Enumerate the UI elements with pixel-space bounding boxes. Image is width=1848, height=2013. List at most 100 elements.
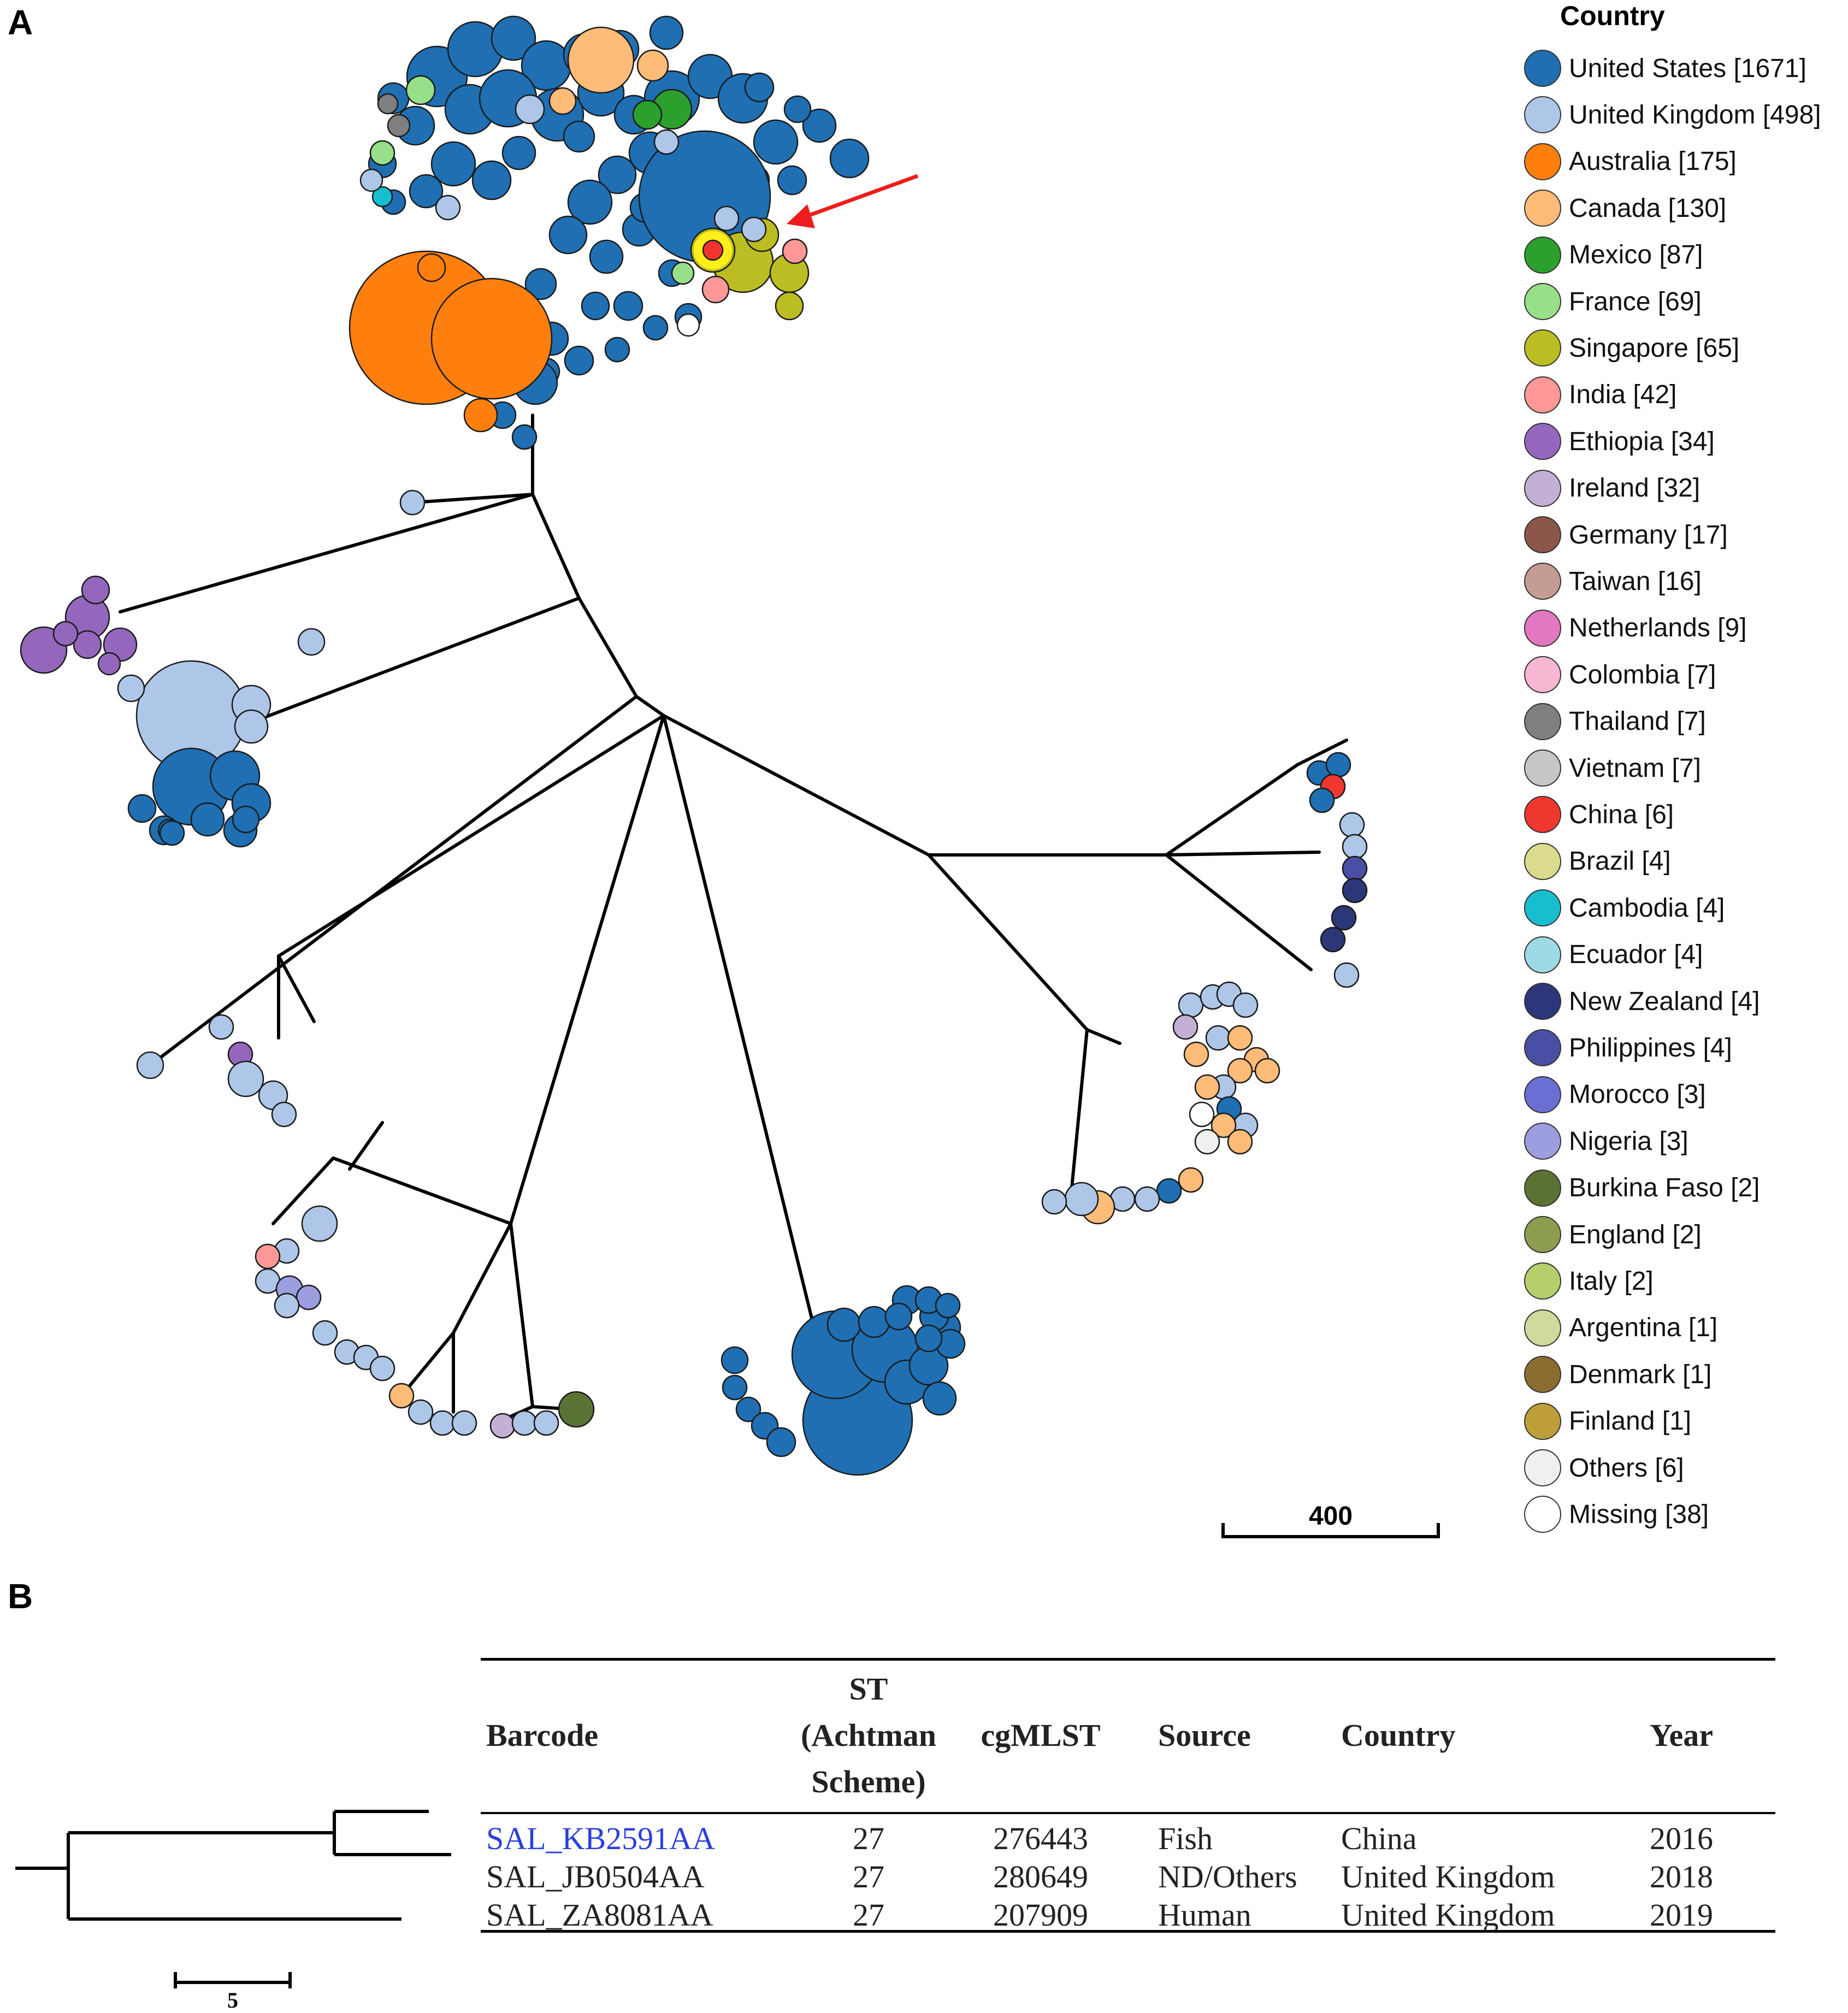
tree-node (783, 95, 812, 123)
tree-node (127, 794, 157, 823)
tree-node (1342, 855, 1368, 882)
tree-node (524, 268, 557, 300)
legend-item: Burkina Faso [2] (1524, 1166, 1760, 1210)
tree-node (429, 1410, 456, 1436)
tree-node (581, 291, 610, 321)
legend-item: New Zealand [4] (1524, 979, 1760, 1023)
cell-source: ND/Others (1158, 1859, 1297, 1894)
legend-item: China [6] (1524, 793, 1674, 836)
legend-item: United States [1671] (1524, 46, 1806, 90)
tree-node (399, 489, 426, 516)
tree-node (232, 805, 260, 834)
legend-item: Finland [1] (1524, 1400, 1691, 1443)
legend-swatch (1524, 283, 1561, 320)
tree-node (721, 1346, 749, 1374)
tree-node (548, 215, 588, 255)
legend-label: India [42] (1569, 380, 1677, 410)
tree-node (463, 398, 498, 433)
tree-node (377, 93, 399, 115)
legend-item: Singapore [65] (1524, 326, 1739, 370)
legend-label: United Kingdom [498] (1569, 100, 1821, 129)
legend-item: France [69] (1524, 280, 1702, 323)
tree-node (1041, 1189, 1067, 1215)
legend-label: Canada [130] (1569, 193, 1727, 223)
cell-year: 2018 (1650, 1859, 1713, 1894)
legend-item: Thailand [7] (1524, 700, 1706, 743)
legend-label: Vietnam [7] (1569, 753, 1701, 783)
legend-item: Italy [2] (1524, 1259, 1654, 1303)
tree-node (451, 1410, 477, 1436)
tree-node (208, 1014, 234, 1040)
tree-node (435, 194, 461, 221)
tree-node (1227, 1129, 1253, 1155)
tree-node (782, 238, 808, 264)
legend-swatch (1524, 796, 1561, 834)
header-country: Country (1341, 1717, 1456, 1753)
tree-node (1189, 1101, 1215, 1127)
tree-node (636, 49, 669, 82)
phylogenetic-tree-b (15, 1810, 451, 1921)
legend-label: Nigeria [3] (1569, 1126, 1688, 1156)
tree-node (1178, 992, 1204, 1018)
tree-node (296, 1284, 322, 1310)
legend-item: Brazil [4] (1524, 840, 1671, 883)
legend-swatch (1524, 936, 1561, 973)
tree-node (1232, 992, 1259, 1018)
tree-node (1064, 1182, 1099, 1217)
tree-node (802, 108, 837, 143)
cell-country: United Kingdom (1341, 1897, 1555, 1933)
legend-label: United States [1671] (1569, 54, 1806, 83)
tree-node (563, 120, 595, 153)
tree-node (371, 186, 393, 208)
legend-item: Netherlands [9] (1524, 606, 1747, 650)
tree-edges (119, 414, 1348, 1419)
tree-node (722, 1374, 748, 1401)
legend-item: Vietnam [7] (1524, 746, 1701, 790)
legend-label: Ethiopia [34] (1569, 427, 1715, 456)
header-st-line1: ST (849, 1671, 888, 1707)
cell-year: 2019 (1650, 1897, 1713, 1933)
tree-node (701, 275, 730, 304)
tree-node (598, 155, 637, 194)
tree-node (1342, 877, 1368, 904)
legend-label: New Zealand [4] (1569, 987, 1760, 1016)
tree-node (501, 135, 536, 170)
tree-node (430, 141, 476, 187)
legend-label: Germany [17] (1569, 520, 1728, 550)
legend-label: Morocco [3] (1569, 1080, 1706, 1109)
cell-cgmlst: 280649 (993, 1859, 1088, 1894)
legend-swatch (1524, 423, 1561, 461)
header-st-line3: Scheme) (811, 1764, 926, 1799)
legend-label: Philippines [4] (1569, 1033, 1732, 1062)
tree-node (369, 140, 395, 166)
tree-node (1172, 1014, 1198, 1040)
tree-node (1254, 1058, 1280, 1084)
tree-node (1205, 1025, 1231, 1051)
tree-node (471, 160, 512, 200)
tree-node (702, 239, 724, 261)
cell-source: Fish (1158, 1821, 1213, 1856)
scale-bar-a-label: 400 (1308, 1502, 1353, 1531)
tree-node (1194, 1129, 1220, 1155)
tree-node (604, 337, 630, 363)
legend-swatch (1524, 1449, 1561, 1486)
legend-swatch (1524, 889, 1561, 927)
legend-label: Burkina Faso [2] (1569, 1173, 1760, 1203)
tree-node (271, 1101, 297, 1127)
tree-nodes (20, 15, 1368, 1476)
legend-label: Finland [1] (1569, 1407, 1692, 1436)
legend-label: China [6] (1569, 800, 1674, 829)
tree-node (369, 1355, 395, 1382)
legend-swatch (1524, 1262, 1561, 1300)
legend-label: Missing [38] (1569, 1500, 1709, 1529)
legend-swatch (1524, 50, 1561, 87)
tree-node (567, 26, 635, 94)
tree-node (653, 129, 680, 155)
legend-item: Missing [38] (1524, 1492, 1709, 1536)
tree-node (73, 630, 102, 659)
legend-item: Morocco [3] (1524, 1073, 1706, 1117)
tree-node (564, 345, 594, 376)
tree-node (255, 1243, 281, 1270)
legend-label: Thailand [7] (1569, 707, 1706, 736)
panel-b-label: B (8, 1577, 33, 1616)
